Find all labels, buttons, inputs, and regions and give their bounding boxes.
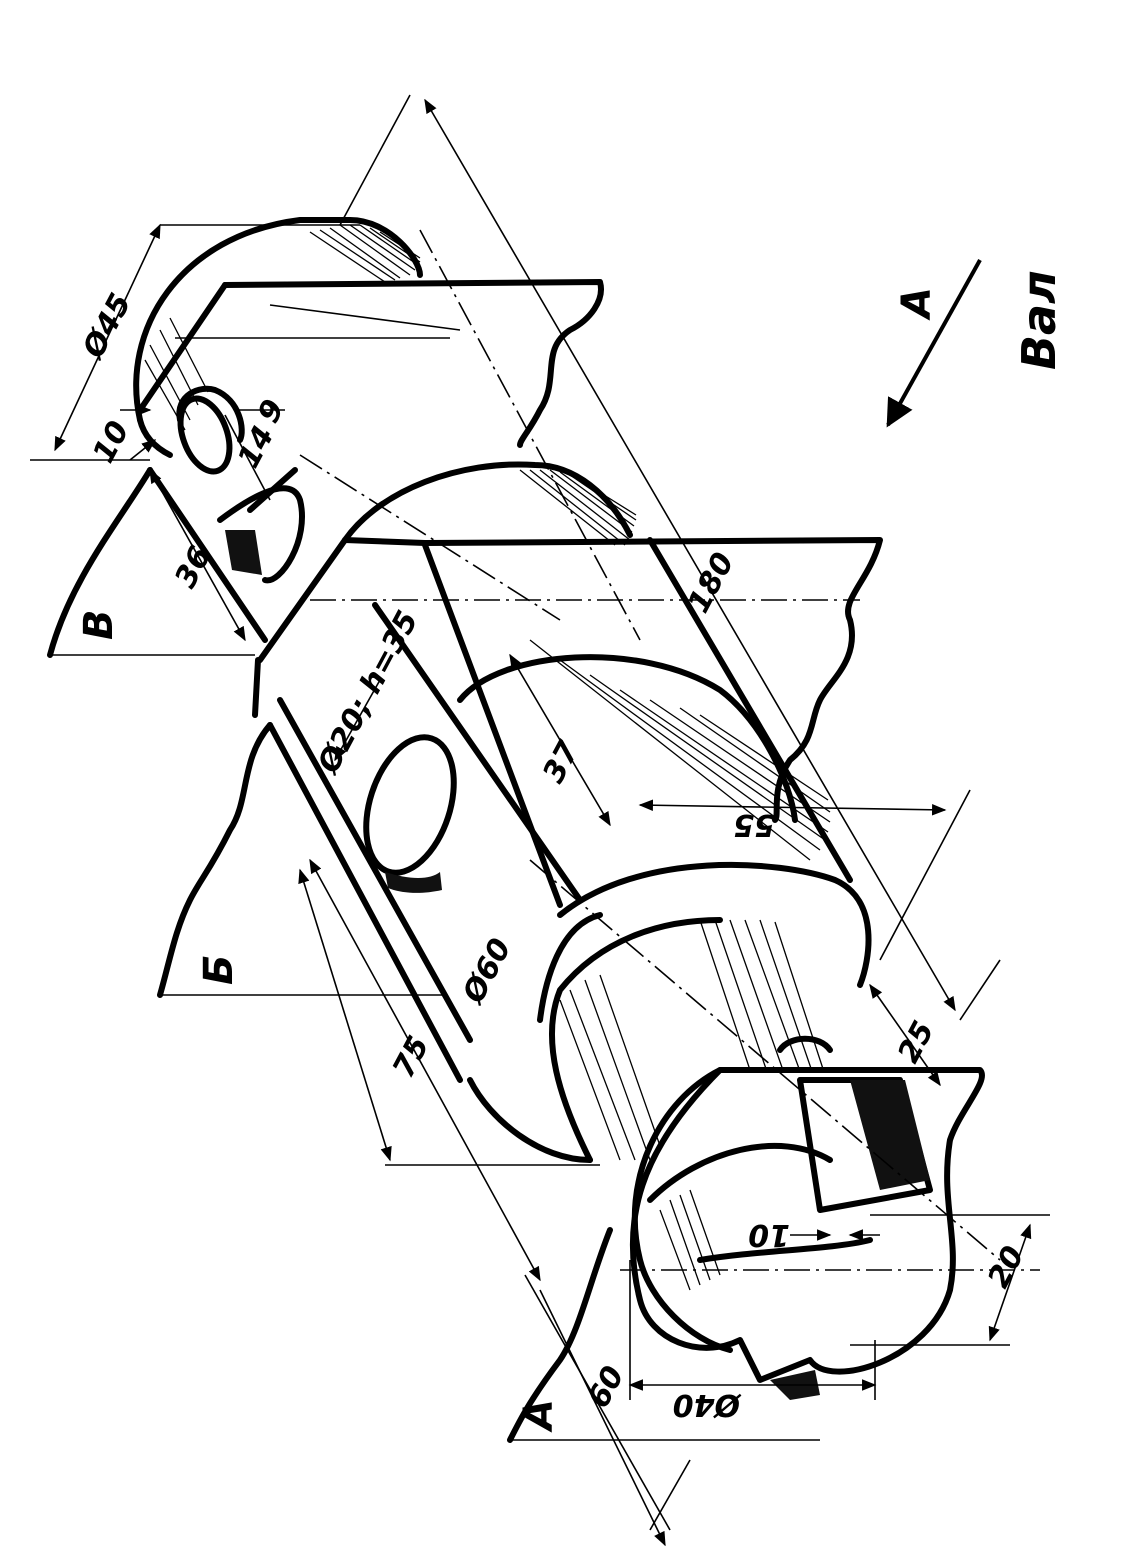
right-end: [548, 917, 985, 1400]
section-plane-v: В: [30, 459, 255, 658]
dim-20: 20: [981, 1240, 1032, 1293]
dimension-lines: [54, 94, 1050, 1547]
view-arrow-label: A: [894, 287, 940, 321]
dim-36: 36: [168, 540, 219, 593]
section-plane-a: A: [507, 1227, 820, 1443]
drawing-title: Вал: [1012, 270, 1066, 370]
dim-75: 75: [386, 1030, 437, 1083]
section-label-a: A: [516, 1399, 562, 1433]
dim-9: 9: [251, 394, 292, 429]
main-cylinder: [252, 461, 883, 1163]
dim-d60: Ø60: [455, 933, 518, 1011]
section-plane-b: Б: [157, 722, 445, 998]
dim-55: 55: [733, 807, 775, 842]
section-label-v: В: [76, 610, 122, 641]
view-arrow: A: [886, 259, 982, 428]
dim-d45: Ø45: [75, 288, 138, 366]
dim-d40: Ø40: [673, 1387, 742, 1422]
dim-hole: Ø20; h=35: [310, 605, 425, 780]
dim-25: 25: [891, 1015, 942, 1068]
section-label-b: Б: [196, 955, 242, 986]
dim-60: 60: [581, 1360, 632, 1413]
dim-37: 37: [536, 735, 587, 788]
upper-cut-plane: [137, 279, 604, 448]
dim-10-right: 10: [748, 1217, 790, 1252]
dim-180: 180: [681, 547, 741, 619]
